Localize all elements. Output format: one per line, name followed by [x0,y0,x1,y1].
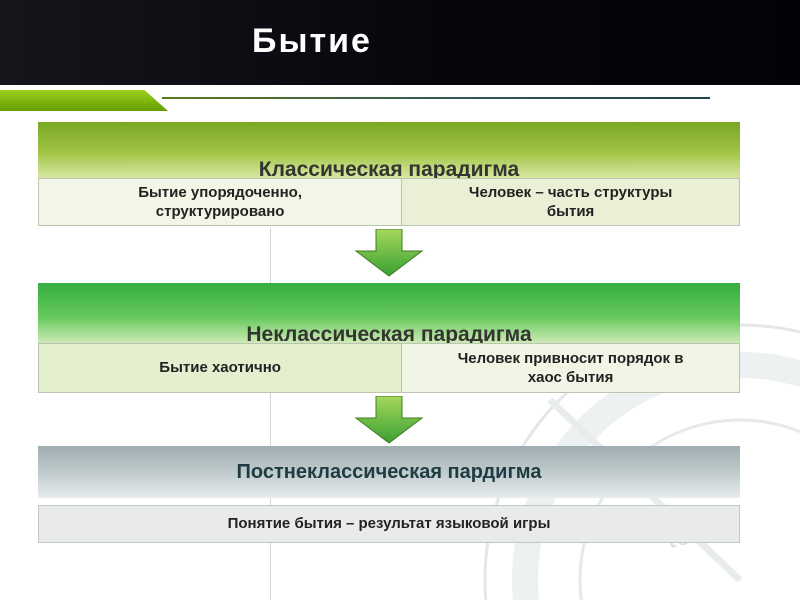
paradigm-cells: Понятие бытия – результат языковой игры [38,505,740,543]
top-band [0,0,800,85]
accent-bar [0,90,168,111]
divider-vline [270,228,271,600]
arrow-row [38,393,740,446]
paradigm-block-nonclassical: Неклассическая парадигма [38,283,740,346]
paradigm-cell: Бытие упорядоченно, структурировано [38,178,403,226]
paradigm-cell: Человек привносит порядок в хаос бытия [401,343,740,393]
block-title: Неклассическая парадигма [246,323,532,346]
paradigm-cell: Бытие хаотично [38,343,403,393]
accent-line [162,97,710,99]
paradigm-block-classical: Классическая парадигма [38,122,740,181]
down-arrow-icon [354,229,424,277]
paradigm-cells: Бытие упорядоченно, структурировано Чело… [38,178,740,226]
paradigm-cells: Бытие хаотично Человек привносит порядок… [38,343,740,393]
paradigm-cell: Человек – часть структуры бытия [401,178,740,226]
arrow-row [38,226,740,283]
paradigm-cell: Понятие бытия – результат языковой игры [38,505,740,543]
slide-title: Бытие [252,22,372,60]
block-title: Постнеклассическая пардигма [236,460,542,483]
block-title: Классическая парадигма [258,158,520,181]
down-arrow-icon [354,396,424,444]
paradigm-block-postnonclassical: Постнеклассическая пардигма [38,446,740,498]
paradigm-diagram: Классическая парадигма Бытие упорядоченн… [38,122,740,543]
